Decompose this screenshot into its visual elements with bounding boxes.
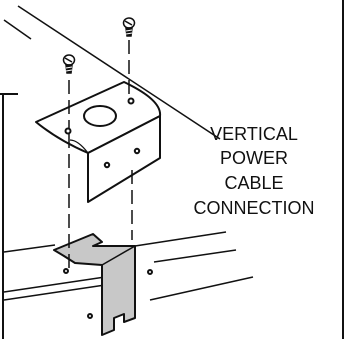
caption-line: VERTICAL [210, 124, 298, 144]
lower-rail [3, 231, 254, 301]
alignment-lines [68, 40, 133, 268]
caption-line: CONNECTION [194, 198, 315, 218]
screw-icon [62, 54, 76, 74]
caption-line: POWER [220, 148, 288, 168]
upper-panel [3, 5, 221, 140]
upper-bracket [35, 81, 162, 203]
caption-line: CABLE [224, 173, 283, 193]
lower-bracket [53, 233, 153, 336]
caption: VERTICAL POWER CABLE CONNECTION [194, 124, 315, 218]
screw-icon [122, 17, 136, 37]
